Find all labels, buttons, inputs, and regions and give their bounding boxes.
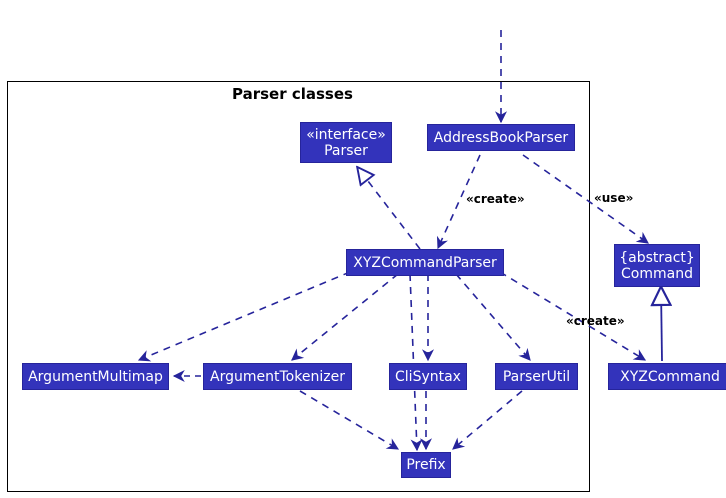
class-node-addressbookparser-name: AddressBookParser <box>433 129 569 146</box>
class-node-command-name: Command <box>621 265 693 282</box>
class-node-parser[interactable]: «interface» Parser <box>300 122 392 163</box>
class-node-command[interactable]: {abstract} Command <box>614 244 700 287</box>
edge-label-create-xyzcommandparser: «create» <box>466 192 525 206</box>
class-node-xyzcommand[interactable]: XYZCommand <box>608 363 726 390</box>
class-node-xyzcommandparser[interactable]: XYZCommandParser <box>346 249 504 276</box>
class-node-parserutil-name: ParserUtil <box>502 368 571 385</box>
class-node-xyzcommand-name: XYZCommand <box>620 368 720 385</box>
class-node-argumenttokenizer[interactable]: ArgumentTokenizer <box>203 363 352 390</box>
edge-label-use-command: «use» <box>594 191 634 205</box>
class-node-addressbookparser[interactable]: AddressBookParser <box>427 124 575 151</box>
class-node-argumenttokenizer-name: ArgumentTokenizer <box>210 368 345 385</box>
edge-xyzcommand-to-command <box>661 288 662 362</box>
class-node-argumentmultimap-name: ArgumentMultimap <box>28 368 163 385</box>
class-node-clisyntax[interactable]: CliSyntax <box>389 363 467 390</box>
class-node-prefix-name: Prefix <box>406 457 446 473</box>
class-node-prefix[interactable]: Prefix <box>401 452 451 478</box>
package-title: Parser classes <box>232 85 353 103</box>
class-node-xyzcommandparser-name: XYZCommandParser <box>353 254 497 271</box>
edge-label-create-xyzcommand: «create» <box>566 314 625 328</box>
class-node-parser-stereotype: «interface» <box>306 126 386 143</box>
class-node-parserutil[interactable]: ParserUtil <box>495 363 578 390</box>
class-node-parser-name: Parser <box>324 142 368 159</box>
class-node-clisyntax-name: CliSyntax <box>395 368 461 385</box>
class-node-argumentmultimap[interactable]: ArgumentMultimap <box>22 363 169 390</box>
class-node-command-modifier: {abstract} <box>619 249 695 266</box>
